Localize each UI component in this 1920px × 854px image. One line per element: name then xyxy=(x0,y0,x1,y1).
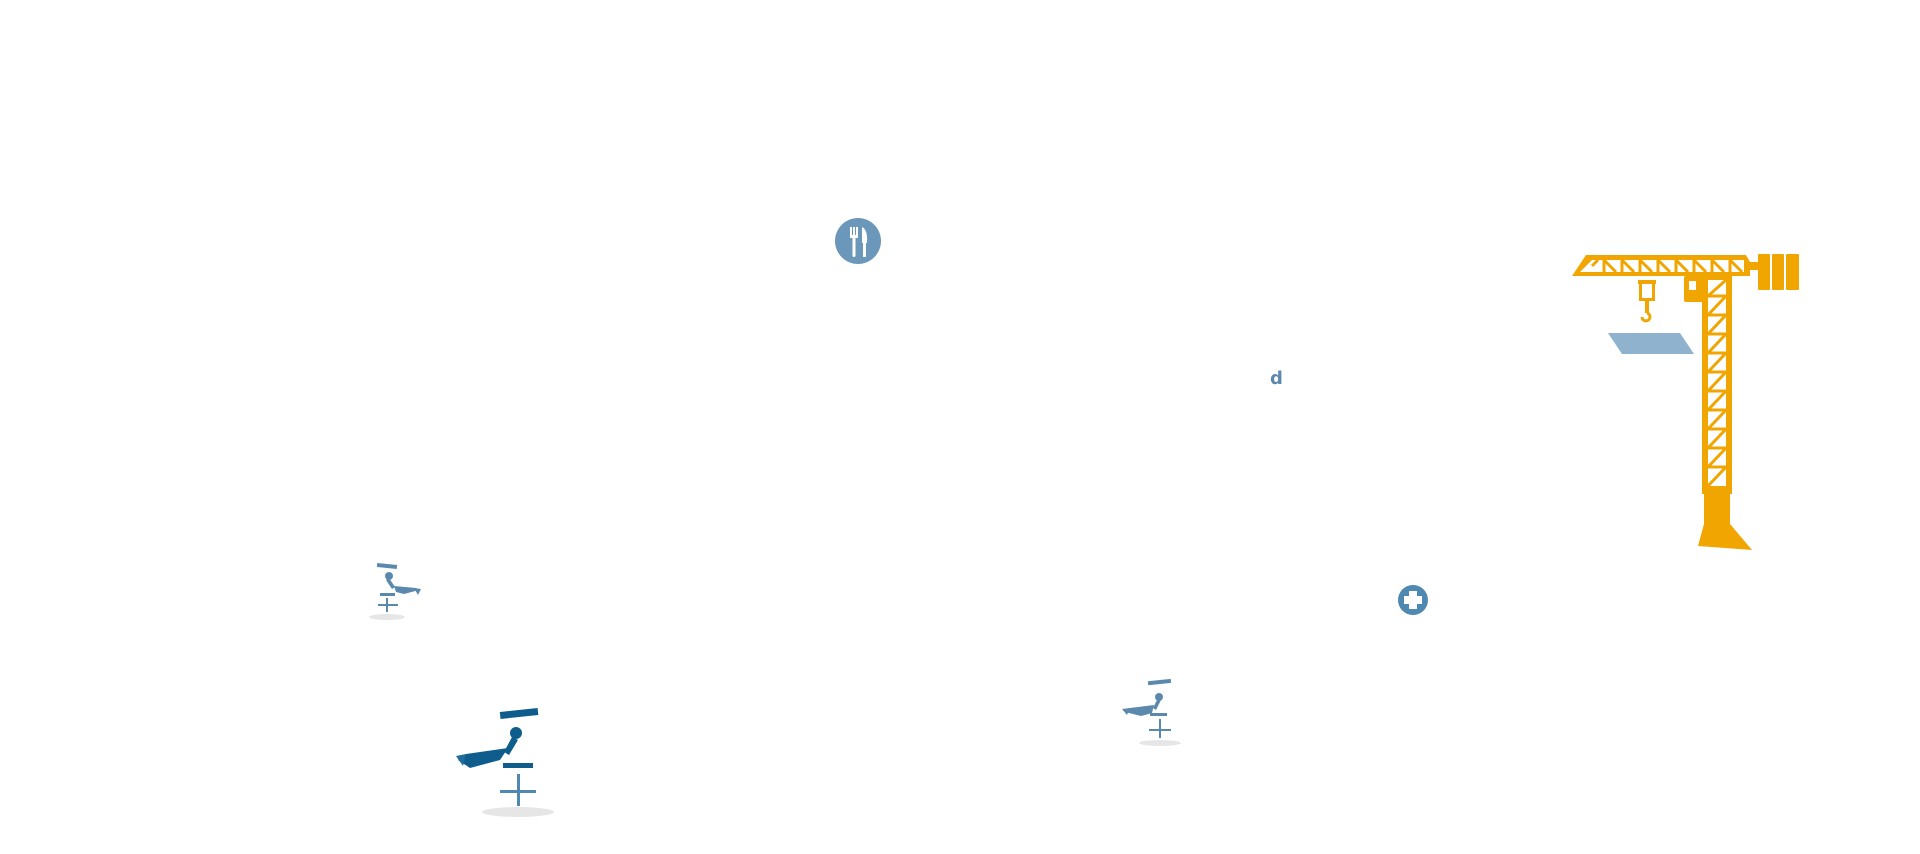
medical-cross-icon[interactable] xyxy=(1398,585,1428,615)
excavator-icon xyxy=(456,708,554,817)
excavator-icon xyxy=(369,562,421,620)
stray-letter: d xyxy=(1270,368,1283,389)
excavator-icon xyxy=(1122,678,1181,746)
restaurant-icon[interactable] xyxy=(835,218,881,264)
crane-load xyxy=(1608,333,1694,354)
tower-crane-icon xyxy=(1572,254,1799,550)
